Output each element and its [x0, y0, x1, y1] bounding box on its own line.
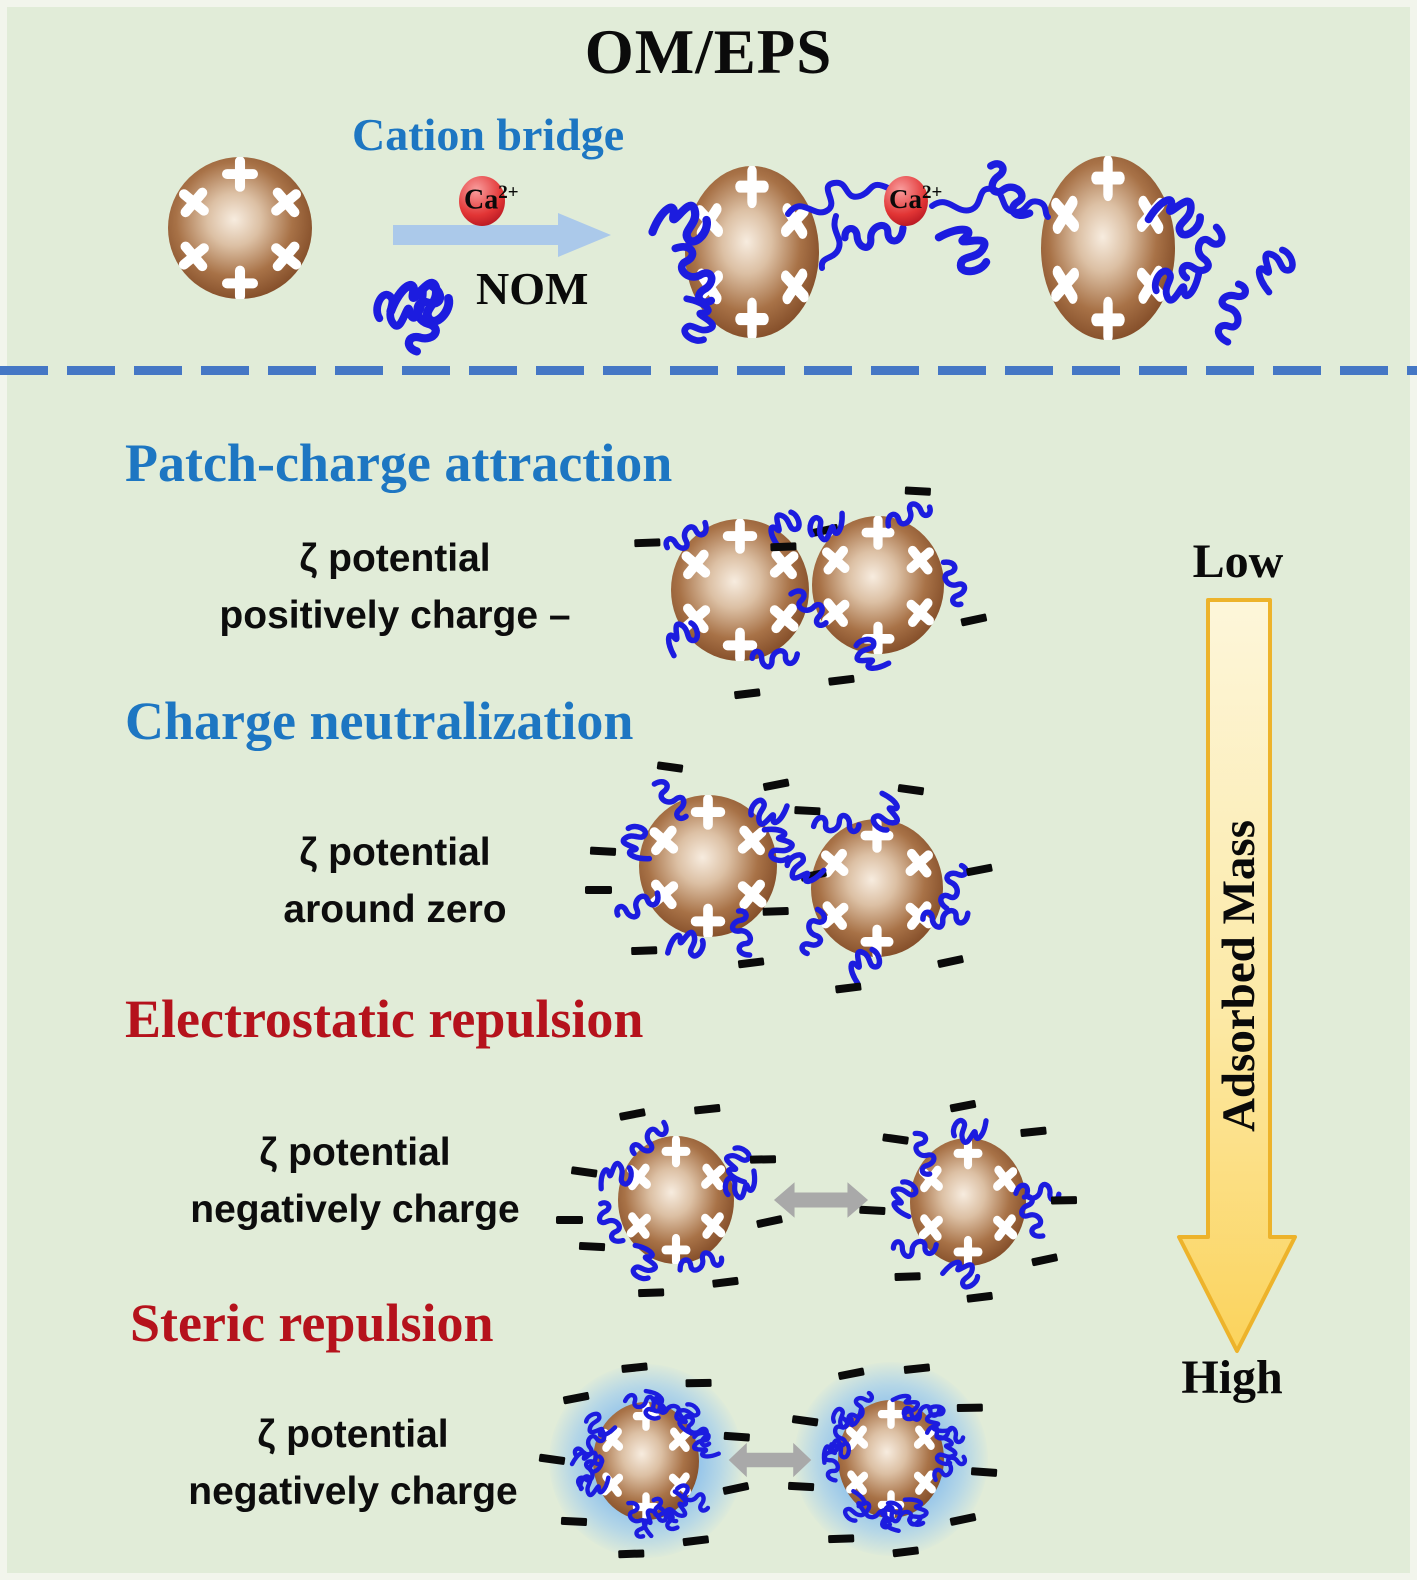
repulsion-double-arrow-icon [773, 1182, 869, 1218]
polymer-bridge-graphic [640, 150, 1350, 365]
mass-scale-high-label: High [1181, 1351, 1283, 1404]
ca-ion-label: Ca2+ [464, 182, 519, 216]
zeta-label-charge-neutralization: ζ potential around zero [283, 831, 507, 931]
zeta-label-electrostatic-repulsion: ζ potential negatively charge [190, 1131, 520, 1231]
repulsion-double-arrow-icon [728, 1442, 812, 1478]
ca-ion: Ca2+ [459, 176, 519, 226]
nom-polymer-squiggle [384, 254, 484, 349]
minus-charge-icon [556, 1216, 583, 1224]
ca-ion-bridge-label: Ca2+ [889, 182, 943, 214]
section-heading-patch-charge: Patch-charge attraction [125, 433, 673, 493]
nom-label: NOM [476, 263, 589, 314]
section-heading-steric-repulsion: Steric repulsion [130, 1293, 494, 1353]
figure-title: OM/EPS [584, 17, 833, 87]
cation-bridge-heading: Cation bridge [352, 109, 625, 160]
mass-scale-low-label: Low [1192, 535, 1284, 588]
zeta-label-patch-charge: ζ potential positively charge – [219, 537, 571, 637]
minus-charge-icon [585, 886, 612, 894]
adsorbed-mass-arrow [1177, 598, 1297, 1353]
section-heading-charge-neutralization: Charge neutralization [125, 691, 634, 751]
zeta-label-steric-repulsion: ζ potential negatively charge [188, 1413, 518, 1513]
ca-ion-bridge: Ca2+ [884, 176, 942, 226]
reaction-arrow-icon [393, 213, 611, 257]
section-heading-electrostatic-repulsion: Electrostatic repulsion [125, 989, 644, 1049]
colloid-particle-bare [168, 157, 312, 299]
adsorbed-mass-axis-label: Adsorbed Mass [1213, 819, 1265, 1133]
divider-line [0, 366, 1417, 375]
